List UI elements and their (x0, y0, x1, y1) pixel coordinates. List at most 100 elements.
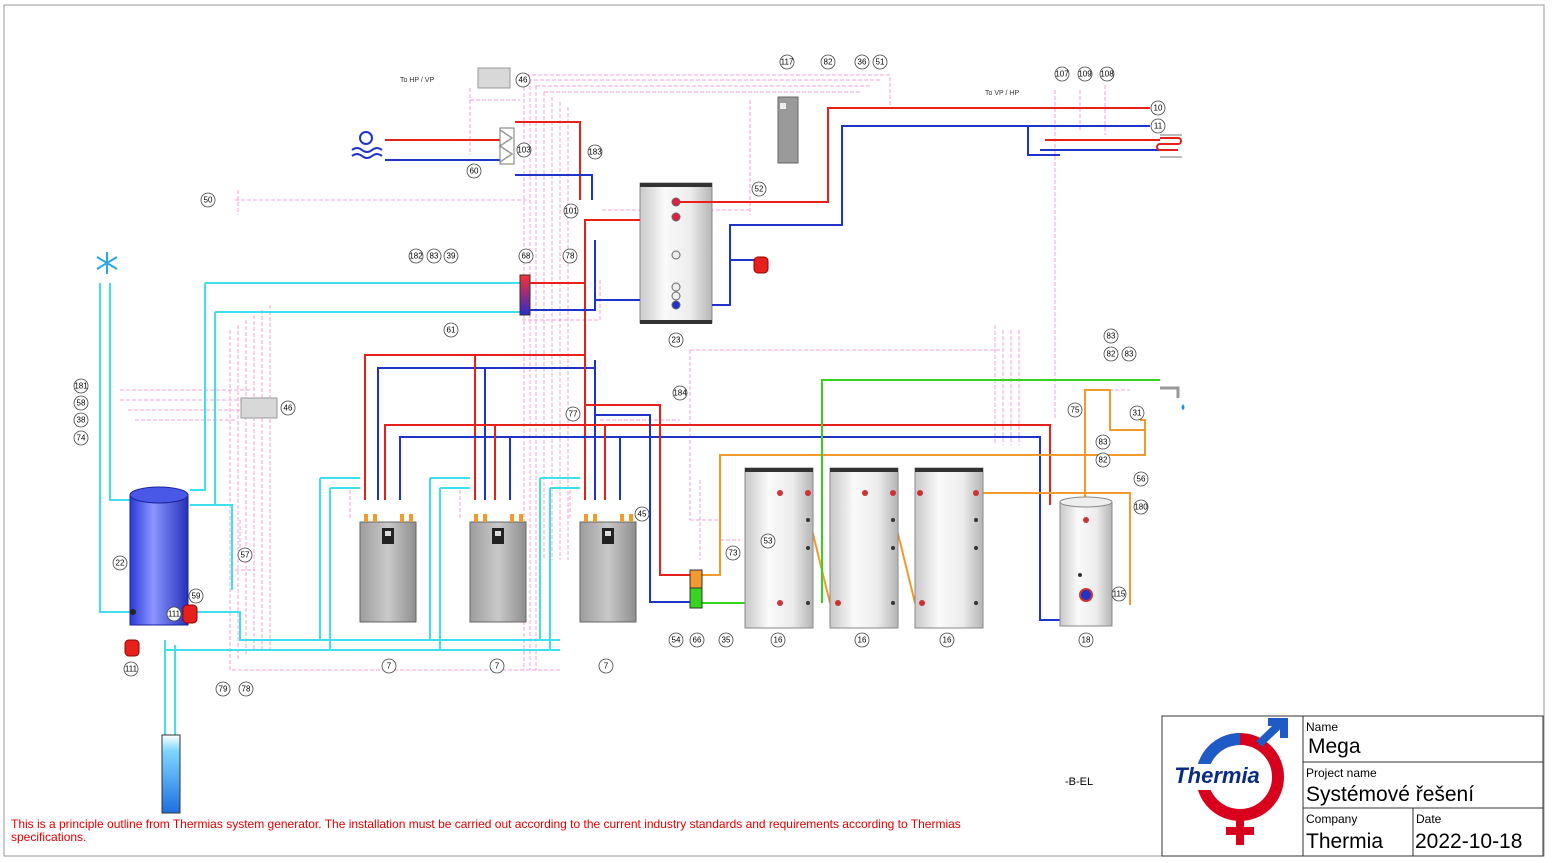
marker-label: 82 (1099, 456, 1108, 465)
accumulator-tank-23 (639, 182, 713, 324)
marker-181: 181 (73, 378, 89, 394)
marker-label: 109 (1078, 70, 1092, 79)
heat-pump-unit-1 (359, 514, 417, 623)
marker-11: 11 (1150, 118, 1166, 134)
marker-label: 180 (1134, 503, 1148, 512)
water-tap-icon (1160, 386, 1185, 410)
marker-82: 82 (820, 54, 836, 70)
marker-38: 38 (73, 412, 89, 428)
marker-label: 103 (517, 146, 531, 155)
marker-57: 57 (237, 547, 253, 563)
marker-label: 75 (1071, 406, 1080, 415)
floor-heating-coil-icon (1156, 134, 1182, 158)
marker-label: 83 (1107, 332, 1116, 341)
marker-label: 51 (876, 58, 885, 67)
storage-tank-16b (829, 467, 899, 629)
marker-54: 54 (668, 632, 684, 648)
name-label: Name (1306, 720, 1338, 734)
name-value: Mega (1308, 735, 1361, 758)
marker-45: 45 (634, 506, 650, 522)
marker-label: 7 (495, 662, 500, 671)
marker-label: 117 (781, 58, 794, 67)
marker-label: 16 (943, 636, 952, 645)
marker-label: 56 (1137, 475, 1146, 484)
marker-46: 46 (280, 400, 296, 416)
disclaimer-line-1: This is a principle outline from Thermia… (11, 817, 961, 831)
marker-label: 16 (858, 636, 867, 645)
marker-label: 45 (638, 510, 647, 519)
marker-58: 58 (73, 395, 89, 411)
marker-label: 83 (1125, 350, 1134, 359)
marker-109: 109 (1077, 66, 1093, 82)
marker-label: 31 (1133, 409, 1142, 418)
control-wiring (120, 74, 1140, 671)
logo-text: Thermia (1174, 763, 1260, 788)
marker-73: 73 (725, 545, 741, 561)
marker-7: 7 (381, 658, 397, 674)
expansion-vessel-111b (124, 639, 140, 657)
heat-pump-unit-3 (579, 514, 637, 623)
storage-tank-16c (914, 467, 984, 629)
marker-label: 59 (192, 592, 201, 601)
marker-50: 50 (200, 192, 216, 208)
marker-label: 108 (1100, 70, 1114, 79)
marker-label: 16 (774, 636, 783, 645)
marker-101: 101 (563, 203, 579, 219)
storage-tank-16a (744, 467, 814, 629)
heat-pump-cabinet (777, 96, 799, 164)
to-hp-label: To HP / VP (400, 77, 434, 84)
marker-label: 183 (588, 148, 602, 157)
marker-label: 53 (764, 537, 773, 546)
marker-label: 82 (1107, 350, 1116, 359)
marker-label: 68 (522, 252, 531, 261)
marker-107: 107 (1054, 66, 1070, 82)
marker-label: 78 (566, 252, 575, 261)
marker-115: 115 (1111, 586, 1127, 602)
marker-7: 7 (489, 658, 505, 674)
marker-label: 78 (242, 685, 251, 694)
marker-label: 35 (722, 636, 731, 645)
marker-label: 79 (219, 685, 228, 694)
marker-label: 7 (604, 662, 609, 671)
marker-56: 56 (1133, 471, 1149, 487)
marker-35: 35 (718, 632, 734, 648)
dhw-heater-18 (1059, 496, 1113, 627)
marker-label: 36 (858, 58, 867, 67)
marker-label: 22 (116, 559, 125, 568)
marker-label: 101 (564, 207, 578, 216)
marker-103: 103 (516, 142, 532, 158)
marker-52: 52 (751, 181, 767, 197)
marker-7: 7 (598, 658, 614, 674)
title-block: Thermia Name Mega Project name Systémové… (1161, 715, 1544, 857)
marker-label: 11 (1154, 122, 1163, 131)
marker-label: 184 (673, 389, 687, 398)
marker-label: 52 (755, 185, 764, 194)
marker-66: 66 (689, 632, 705, 648)
marker-36: 36 (854, 54, 870, 70)
marker-82: 82 (1103, 346, 1119, 362)
marker-39: 39 (443, 248, 459, 264)
marker-label: 10 (1154, 104, 1163, 113)
marker-label: 61 (447, 326, 456, 335)
marker-78: 78 (562, 248, 578, 264)
outdoor-sensor-box (477, 67, 511, 89)
disclaimer-line-2: specifications. (11, 830, 86, 844)
marker-label: 73 (729, 549, 738, 558)
water-waves-icon (351, 131, 383, 159)
marker-18: 18 (1078, 632, 1094, 648)
marker-77: 77 (565, 406, 581, 422)
marker-82: 82 (1095, 452, 1111, 468)
marker-label: 115 (1113, 590, 1126, 599)
date-label: Date (1416, 812, 1442, 826)
drawing-frame (3, 4, 1545, 857)
marker-180: 180 (1133, 499, 1149, 515)
marker-label: 60 (470, 167, 479, 176)
marker-31: 31 (1129, 405, 1145, 421)
marker-label: 182 (409, 252, 423, 261)
marker-label: 83 (1099, 438, 1108, 447)
plate-heat-exchanger (498, 127, 515, 165)
marker-83: 83 (1095, 434, 1111, 450)
marker-label: 7 (387, 662, 392, 671)
marker-label: 58 (77, 399, 86, 408)
marker-label: 181 (74, 382, 88, 391)
